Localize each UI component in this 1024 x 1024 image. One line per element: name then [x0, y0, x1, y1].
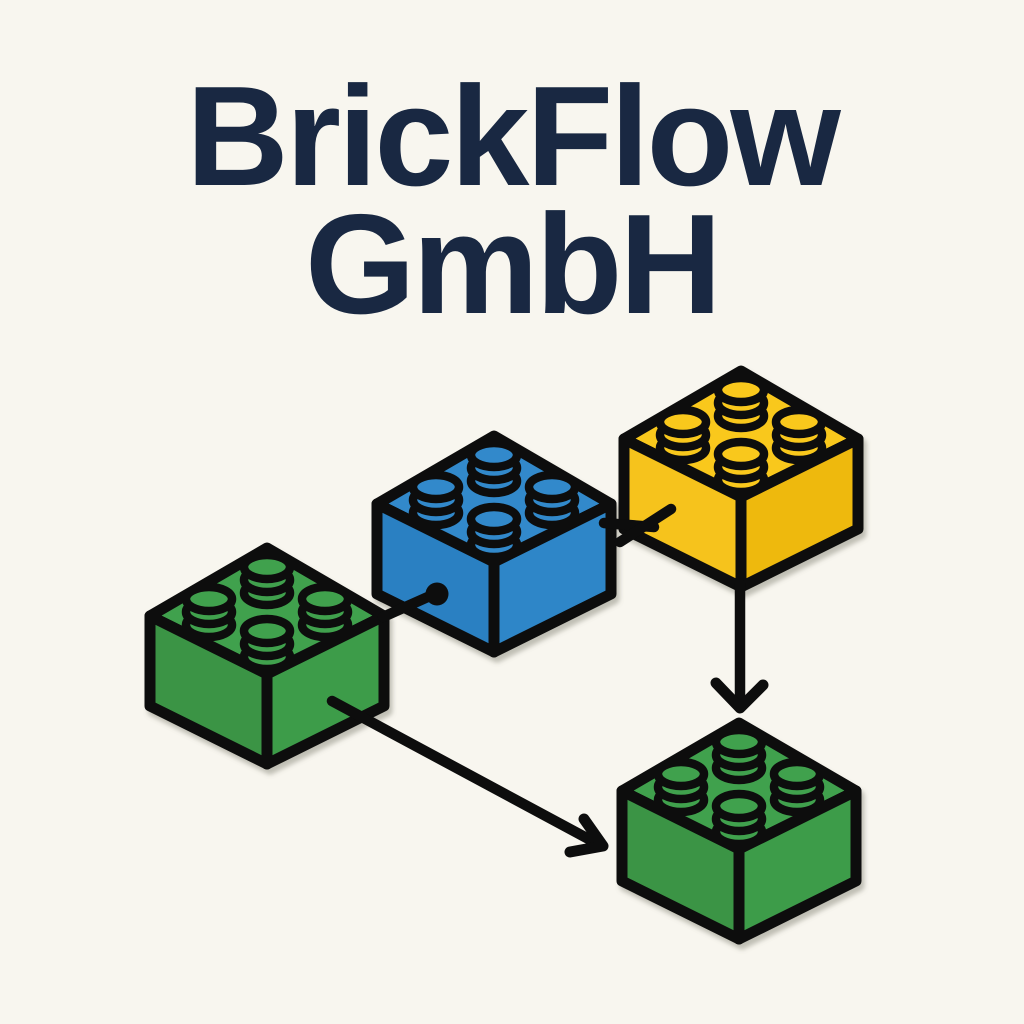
arrow-yellow-to-green [710, 578, 769, 714]
arrow-green-to-green [326, 695, 609, 858]
brand-name: BrickFlow [186, 57, 841, 216]
brand-suffix: GmbH [305, 185, 722, 344]
arrowhead-icon [710, 677, 769, 714]
green-brick-bottom [616, 717, 862, 945]
blue-brick [371, 430, 617, 658]
arrowhead-icon [564, 813, 609, 858]
link-green-to-blue [377, 582, 449, 623]
connector-dot-icon [425, 582, 449, 606]
diagram-layer [144, 365, 864, 945]
link-blue-to-yellow [598, 503, 677, 548]
green-brick-left [144, 542, 390, 770]
yellow-brick [618, 365, 864, 593]
